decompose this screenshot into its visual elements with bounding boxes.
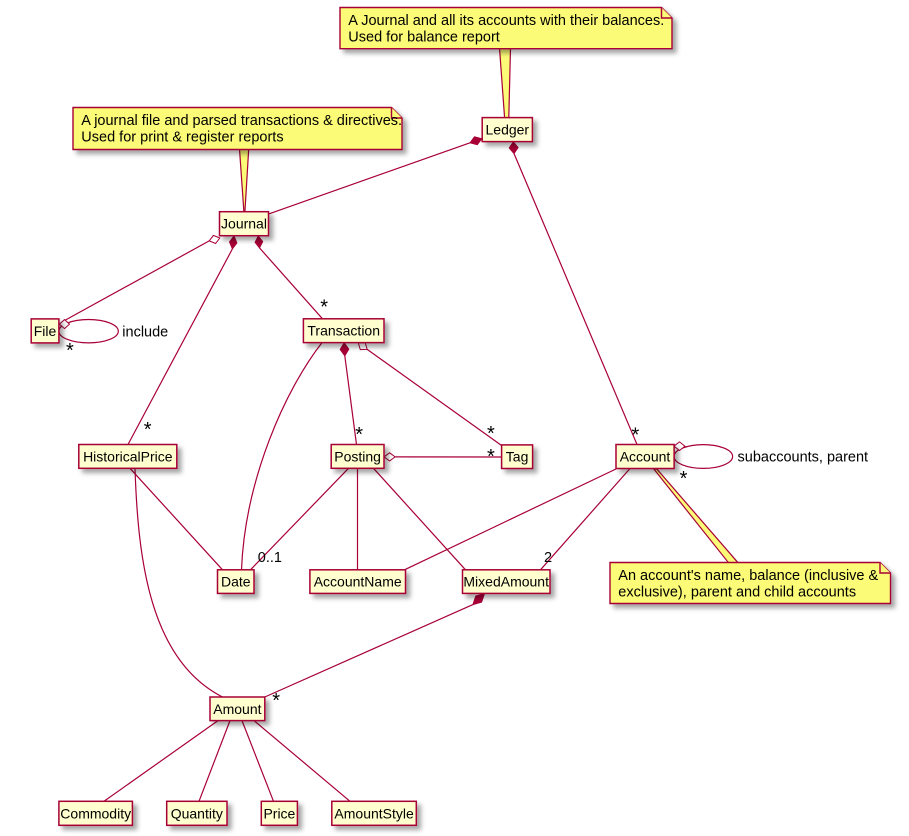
svg-text:Tag: Tag [506,449,529,465]
svg-text:AmountStyle: AmountStyle [334,805,414,821]
svg-text:A Journal and all its accounts: A Journal and all its accounts with thei… [348,13,664,29]
svg-text:2: 2 [544,550,552,566]
svg-text:Ledger: Ledger [486,122,530,138]
svg-text:Amount: Amount [213,701,261,717]
svg-text:A journal file and parsed tran: A journal file and parsed transactions &… [81,113,402,129]
svg-text:subaccounts, parent: subaccounts, parent [738,450,869,466]
svg-text:*: * [66,340,74,362]
svg-text:*: * [632,424,640,446]
svg-text:MixedAmount: MixedAmount [463,574,549,590]
svg-text:Transaction: Transaction [307,323,380,339]
svg-text:exclusive), parent and child a: exclusive), parent and child accounts [618,584,856,600]
svg-text:*: * [320,296,328,318]
svg-text:Commodity: Commodity [60,805,131,821]
svg-text:Posting: Posting [334,448,381,464]
svg-text:*: * [487,423,495,445]
svg-text:Account: Account [620,449,671,465]
svg-text:HistoricalPrice: HistoricalPrice [83,448,173,464]
svg-text:An account's name, balance (in: An account's name, balance (inclusive & [618,568,878,584]
svg-text:*: * [144,419,152,441]
svg-text:File: File [34,323,57,339]
svg-text:AccountName: AccountName [314,574,402,590]
svg-text:*: * [487,446,495,468]
svg-text:Date: Date [221,574,251,590]
svg-text:*: * [355,424,363,446]
svg-text:*: * [680,468,688,490]
svg-text:*: * [272,690,280,712]
svg-text:Journal: Journal [221,216,267,232]
svg-text:0..1: 0..1 [258,550,282,566]
svg-text:include: include [122,324,168,340]
svg-text:Used for print & register repo: Used for print & register reports [81,129,283,145]
svg-text:Used for balance report: Used for balance report [348,29,500,45]
svg-text:Price: Price [263,805,295,821]
svg-text:Quantity: Quantity [171,805,223,821]
